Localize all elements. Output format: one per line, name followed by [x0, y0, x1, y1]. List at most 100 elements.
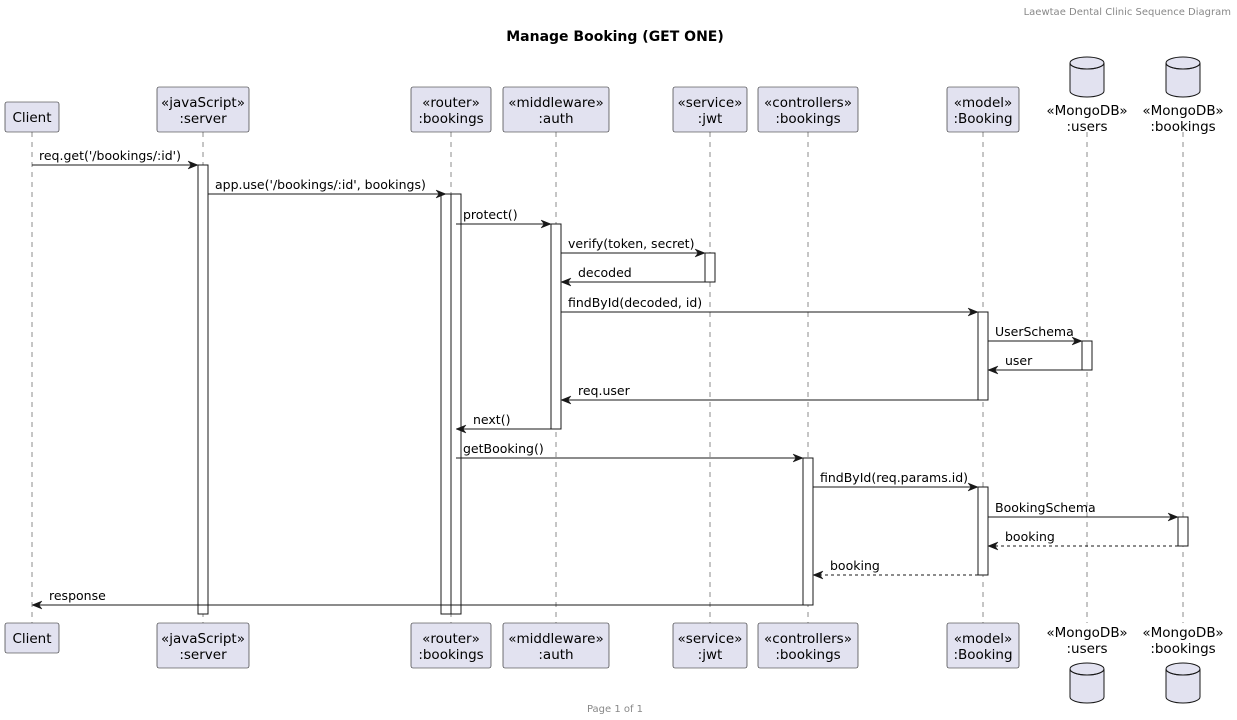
message-msg-4: verify(token, secret)	[561, 236, 706, 258]
participant-label: :bookings	[775, 647, 840, 663]
message-msg-13: BookingSchema	[988, 500, 1179, 522]
message-label: findById(decoded, id)	[568, 295, 702, 310]
arrowhead	[1167, 512, 1179, 522]
participant-label: :auth	[538, 647, 573, 663]
participant-label: :bookings	[1150, 641, 1215, 657]
participant-box	[757, 622, 859, 669]
participant-server-top: «javaScript»:server	[156, 86, 250, 133]
participant-box	[4, 101, 60, 133]
message-msg-6: findById(decoded, id)	[561, 295, 979, 317]
message-label: verify(token, secret)	[568, 236, 694, 251]
participant-label: «router»	[422, 631, 480, 647]
message-label: BookingSchema	[995, 500, 1096, 515]
message-label: getBooking()	[463, 441, 544, 456]
message-label: decoded	[578, 265, 632, 280]
participant-label: :auth	[538, 111, 573, 127]
participant-jwt-bottom: «service»:jwt	[672, 622, 748, 669]
message-msg-5: decoded	[560, 265, 705, 287]
participant-router-bookings-top: «router»:bookings	[410, 86, 492, 133]
participant-label: :bookings	[418, 647, 483, 663]
activation-bar-booking-model	[977, 486, 989, 576]
message-msg-11: getBooking()	[456, 441, 804, 463]
arrowhead	[31, 600, 43, 610]
diagram-header: Laewtae Dental Clinic Sequence Diagram	[1024, 7, 1231, 18]
message-label: response	[49, 588, 106, 603]
activation-bar-controller-bookings	[802, 457, 814, 606]
database-icon	[1165, 56, 1201, 98]
message-msg-9: req.user	[560, 383, 978, 405]
participant-booking-model-bottom: «model»:Booking	[946, 622, 1020, 669]
participant-label: «controllers»	[764, 95, 852, 111]
participant-box	[502, 86, 610, 133]
participant-label: «javaScript»	[161, 631, 245, 647]
participant-box	[672, 622, 748, 669]
participant-label: :Booking	[953, 647, 1012, 663]
message-msg-15: booking	[812, 558, 978, 580]
participant-db-bookings-bottom: «MongoDB»:bookings	[1142, 625, 1224, 704]
participant-client-bottom: Client	[4, 622, 60, 654]
participant-auth-bottom: «middleware»:auth	[502, 622, 610, 669]
message-label: booking	[1005, 529, 1055, 544]
database-icon	[1165, 662, 1201, 704]
participant-label: :server	[179, 647, 227, 663]
participant-controller-bookings-top: «controllers»:bookings	[757, 86, 859, 133]
participant-label: «MongoDB»	[1142, 625, 1223, 641]
participant-label: «MongoDB»	[1046, 103, 1127, 119]
participant-label: Client	[12, 631, 51, 647]
participant-label: :server	[179, 111, 227, 127]
arrowhead	[694, 248, 706, 258]
participant-box	[156, 622, 250, 669]
participant-label: «javaScript»	[161, 95, 245, 111]
participant-box	[757, 86, 859, 133]
activation-bar-jwt	[704, 252, 716, 283]
participant-controller-bookings-bottom: «controllers»:bookings	[757, 622, 859, 669]
activation-bar-booking-model	[977, 311, 989, 401]
arrowhead	[435, 189, 447, 199]
participant-label: «MongoDB»	[1046, 625, 1127, 641]
arrowhead	[1071, 336, 1083, 346]
participant-booking-model-top: «model»:Booking	[946, 86, 1020, 133]
participant-label: :bookings	[418, 111, 483, 127]
message-msg-2: app.use('/bookings/:id', bookings)	[208, 177, 447, 199]
arrowhead	[812, 570, 824, 580]
arrowhead	[455, 424, 467, 434]
participant-box	[410, 86, 492, 133]
message-msg-3: protect()	[456, 207, 552, 229]
participant-label: «model»	[954, 631, 1013, 647]
participant-label: :bookings	[775, 111, 840, 127]
participant-label: «service»	[678, 631, 743, 647]
message-label: req.get('/bookings/:id')	[39, 148, 181, 163]
activation-bar-db-users	[1081, 340, 1093, 371]
message-msg-12: findById(req.params.id)	[813, 470, 979, 492]
arrowhead	[560, 395, 572, 405]
participant-box	[502, 622, 610, 669]
participant-label: «service»	[678, 95, 743, 111]
activation-bars	[197, 164, 1189, 615]
participant-label: :bookings	[1150, 119, 1215, 135]
arrowhead	[560, 277, 572, 287]
message-label: req.user	[578, 383, 631, 398]
arrowhead	[987, 365, 999, 375]
participant-db-bookings-top: «MongoDB»:bookings	[1142, 56, 1224, 135]
participant-db-users-bottom: «MongoDB»:users	[1046, 625, 1128, 704]
activation-bar-db-bookings	[1177, 516, 1189, 547]
participant-auth-top: «middleware»:auth	[502, 86, 610, 133]
message-msg-1: req.get('/bookings/:id')	[32, 148, 199, 170]
activation-bar-auth	[550, 223, 562, 430]
activation-bar-router-bookings	[440, 193, 452, 615]
activation-bar-router-bookings	[450, 193, 462, 615]
participant-router-bookings-bottom: «router»:bookings	[410, 622, 492, 669]
arrowhead	[987, 541, 999, 551]
participant-label: «middleware»	[508, 631, 604, 647]
message-label: UserSchema	[995, 324, 1074, 339]
participant-server-bottom: «javaScript»:server	[156, 622, 250, 669]
participant-box	[672, 86, 748, 133]
database-icon	[1069, 56, 1105, 98]
participant-label: :jwt	[698, 647, 723, 663]
participant-label: :users	[1066, 119, 1107, 135]
participant-box	[156, 86, 250, 133]
message-label: protect()	[463, 207, 518, 222]
message-msg-16: response	[31, 588, 803, 610]
arrowhead	[187, 160, 199, 170]
